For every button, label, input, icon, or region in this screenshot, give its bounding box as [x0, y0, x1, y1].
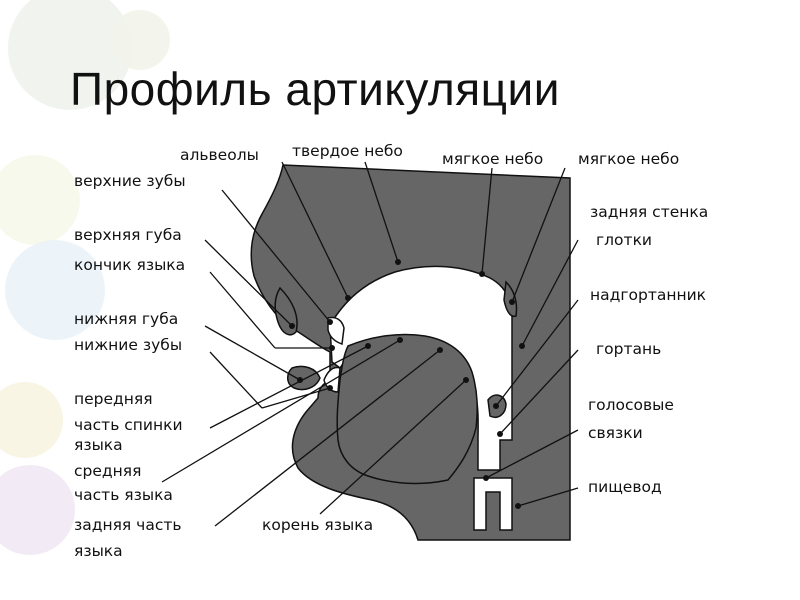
label-upper-lip: верхняя губа — [74, 226, 182, 244]
larynx-tube — [473, 477, 513, 531]
upper-lip-shape — [274, 286, 298, 336]
uvula-shape — [503, 280, 518, 318]
pointer-dots — [289, 259, 525, 509]
label-lower-lip: нижняя губа — [74, 310, 179, 328]
pointer-tongue-root — [319, 379, 467, 515]
label-middle-2: часть языка — [74, 486, 173, 504]
label-vocal-cords-2: связки — [588, 424, 643, 442]
label-soft-palate-2: мягкое небо — [578, 150, 680, 168]
tongue-body — [336, 333, 478, 485]
pointer-larynx — [499, 349, 579, 435]
label-esophagus: пищевод — [588, 478, 662, 496]
pointer-lower-teeth-h — [261, 387, 331, 409]
label-back-1: задняя часть — [74, 516, 182, 534]
label-tongue-tip: кончик языка — [74, 256, 186, 274]
pointer-epiglottis — [495, 299, 579, 407]
label-soft-palate-1: мягкое небо — [442, 150, 544, 168]
pointer-lines — [161, 161, 579, 527]
pointer-hard-palate — [364, 161, 399, 263]
pointer-lower-teeth — [209, 351, 263, 409]
label-lower-teeth: нижние зубы — [74, 336, 183, 354]
pointer-lower-lip — [204, 325, 301, 381]
label-alveoli: альвеолы — [180, 146, 259, 164]
label-hard-palate: твердое небо — [292, 142, 403, 160]
label-pharynx-wall-1: задняя стенка — [590, 203, 709, 221]
pointer-upper-lip — [204, 239, 293, 327]
label-front-back-3: языка — [74, 436, 123, 454]
pointer-upper-teeth — [221, 189, 331, 323]
page-title: Профиль артикуляции — [70, 63, 560, 115]
label-larynx: гортань — [596, 340, 662, 358]
label-front-back-1: передняя — [74, 390, 153, 408]
pointer-soft-palate-1 — [481, 167, 493, 275]
label-vocal-cords-1: голосовые — [588, 396, 674, 414]
lower-lip-shape — [287, 365, 321, 391]
label-tongue-root: корень языка — [262, 516, 374, 534]
label-pharynx-wall-2: глотки — [596, 231, 652, 249]
pointer-soft-palate-2 — [511, 167, 566, 303]
pointer-vocal-cords — [485, 429, 579, 479]
pointer-tongue-tip — [209, 271, 276, 349]
label-upper-teeth: верхние зубы — [74, 172, 186, 190]
pointer-esophagus — [517, 487, 579, 507]
label-front-back-2: часть спинки — [74, 416, 183, 434]
pointer-back — [214, 349, 441, 527]
pointer-alveoli — [281, 161, 349, 299]
pointer-front-back — [209, 345, 369, 429]
label-middle-1: средняя — [74, 462, 142, 480]
label-epiglottis: надгортанник — [590, 286, 707, 304]
pointer-middle — [161, 339, 401, 483]
label-back-2: языка — [74, 542, 123, 560]
pointer-pharynx-wall — [521, 239, 579, 347]
